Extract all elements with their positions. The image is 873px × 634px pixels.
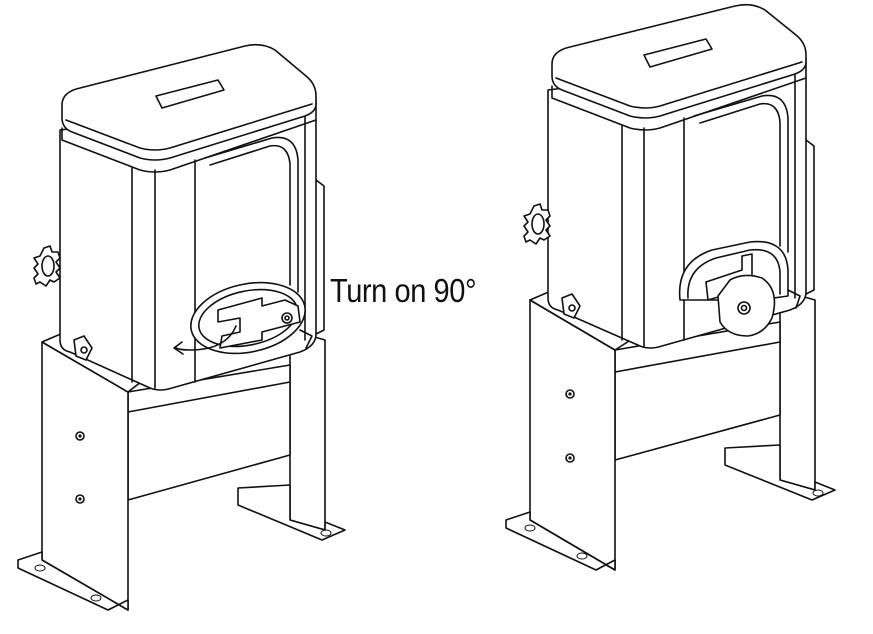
gate-motor-right bbox=[505, 3, 836, 571]
gate-motor-left bbox=[17, 43, 346, 611]
manual-release-lever bbox=[190, 281, 313, 355]
drive-sprocket-icon bbox=[523, 203, 551, 245]
bracket-rear-foot bbox=[237, 484, 346, 541]
bracket-rear-upright bbox=[779, 289, 816, 491]
turn-instruction-label: Turn on 90° bbox=[330, 272, 477, 309]
bracket-front-foot bbox=[17, 551, 129, 611]
foot-hole bbox=[812, 489, 824, 497]
drive-sprocket-icon bbox=[33, 245, 61, 287]
cover-label-slot bbox=[155, 79, 225, 109]
foot-hole bbox=[524, 524, 536, 532]
bracket-front-foot bbox=[505, 511, 616, 571]
foot-hole bbox=[576, 552, 588, 560]
cover-label-slot bbox=[643, 38, 713, 68]
motor-cover-top bbox=[61, 43, 317, 161]
bracket-rear-upright bbox=[289, 329, 326, 531]
motor-cover-top bbox=[551, 3, 807, 119]
bracket-rear-foot bbox=[724, 444, 836, 501]
foot-hole bbox=[34, 564, 46, 572]
rotation-arrow-icon bbox=[173, 325, 237, 355]
foot-hole bbox=[90, 594, 102, 602]
foot-hole bbox=[320, 529, 332, 537]
manual-release-lever bbox=[678, 240, 801, 337]
